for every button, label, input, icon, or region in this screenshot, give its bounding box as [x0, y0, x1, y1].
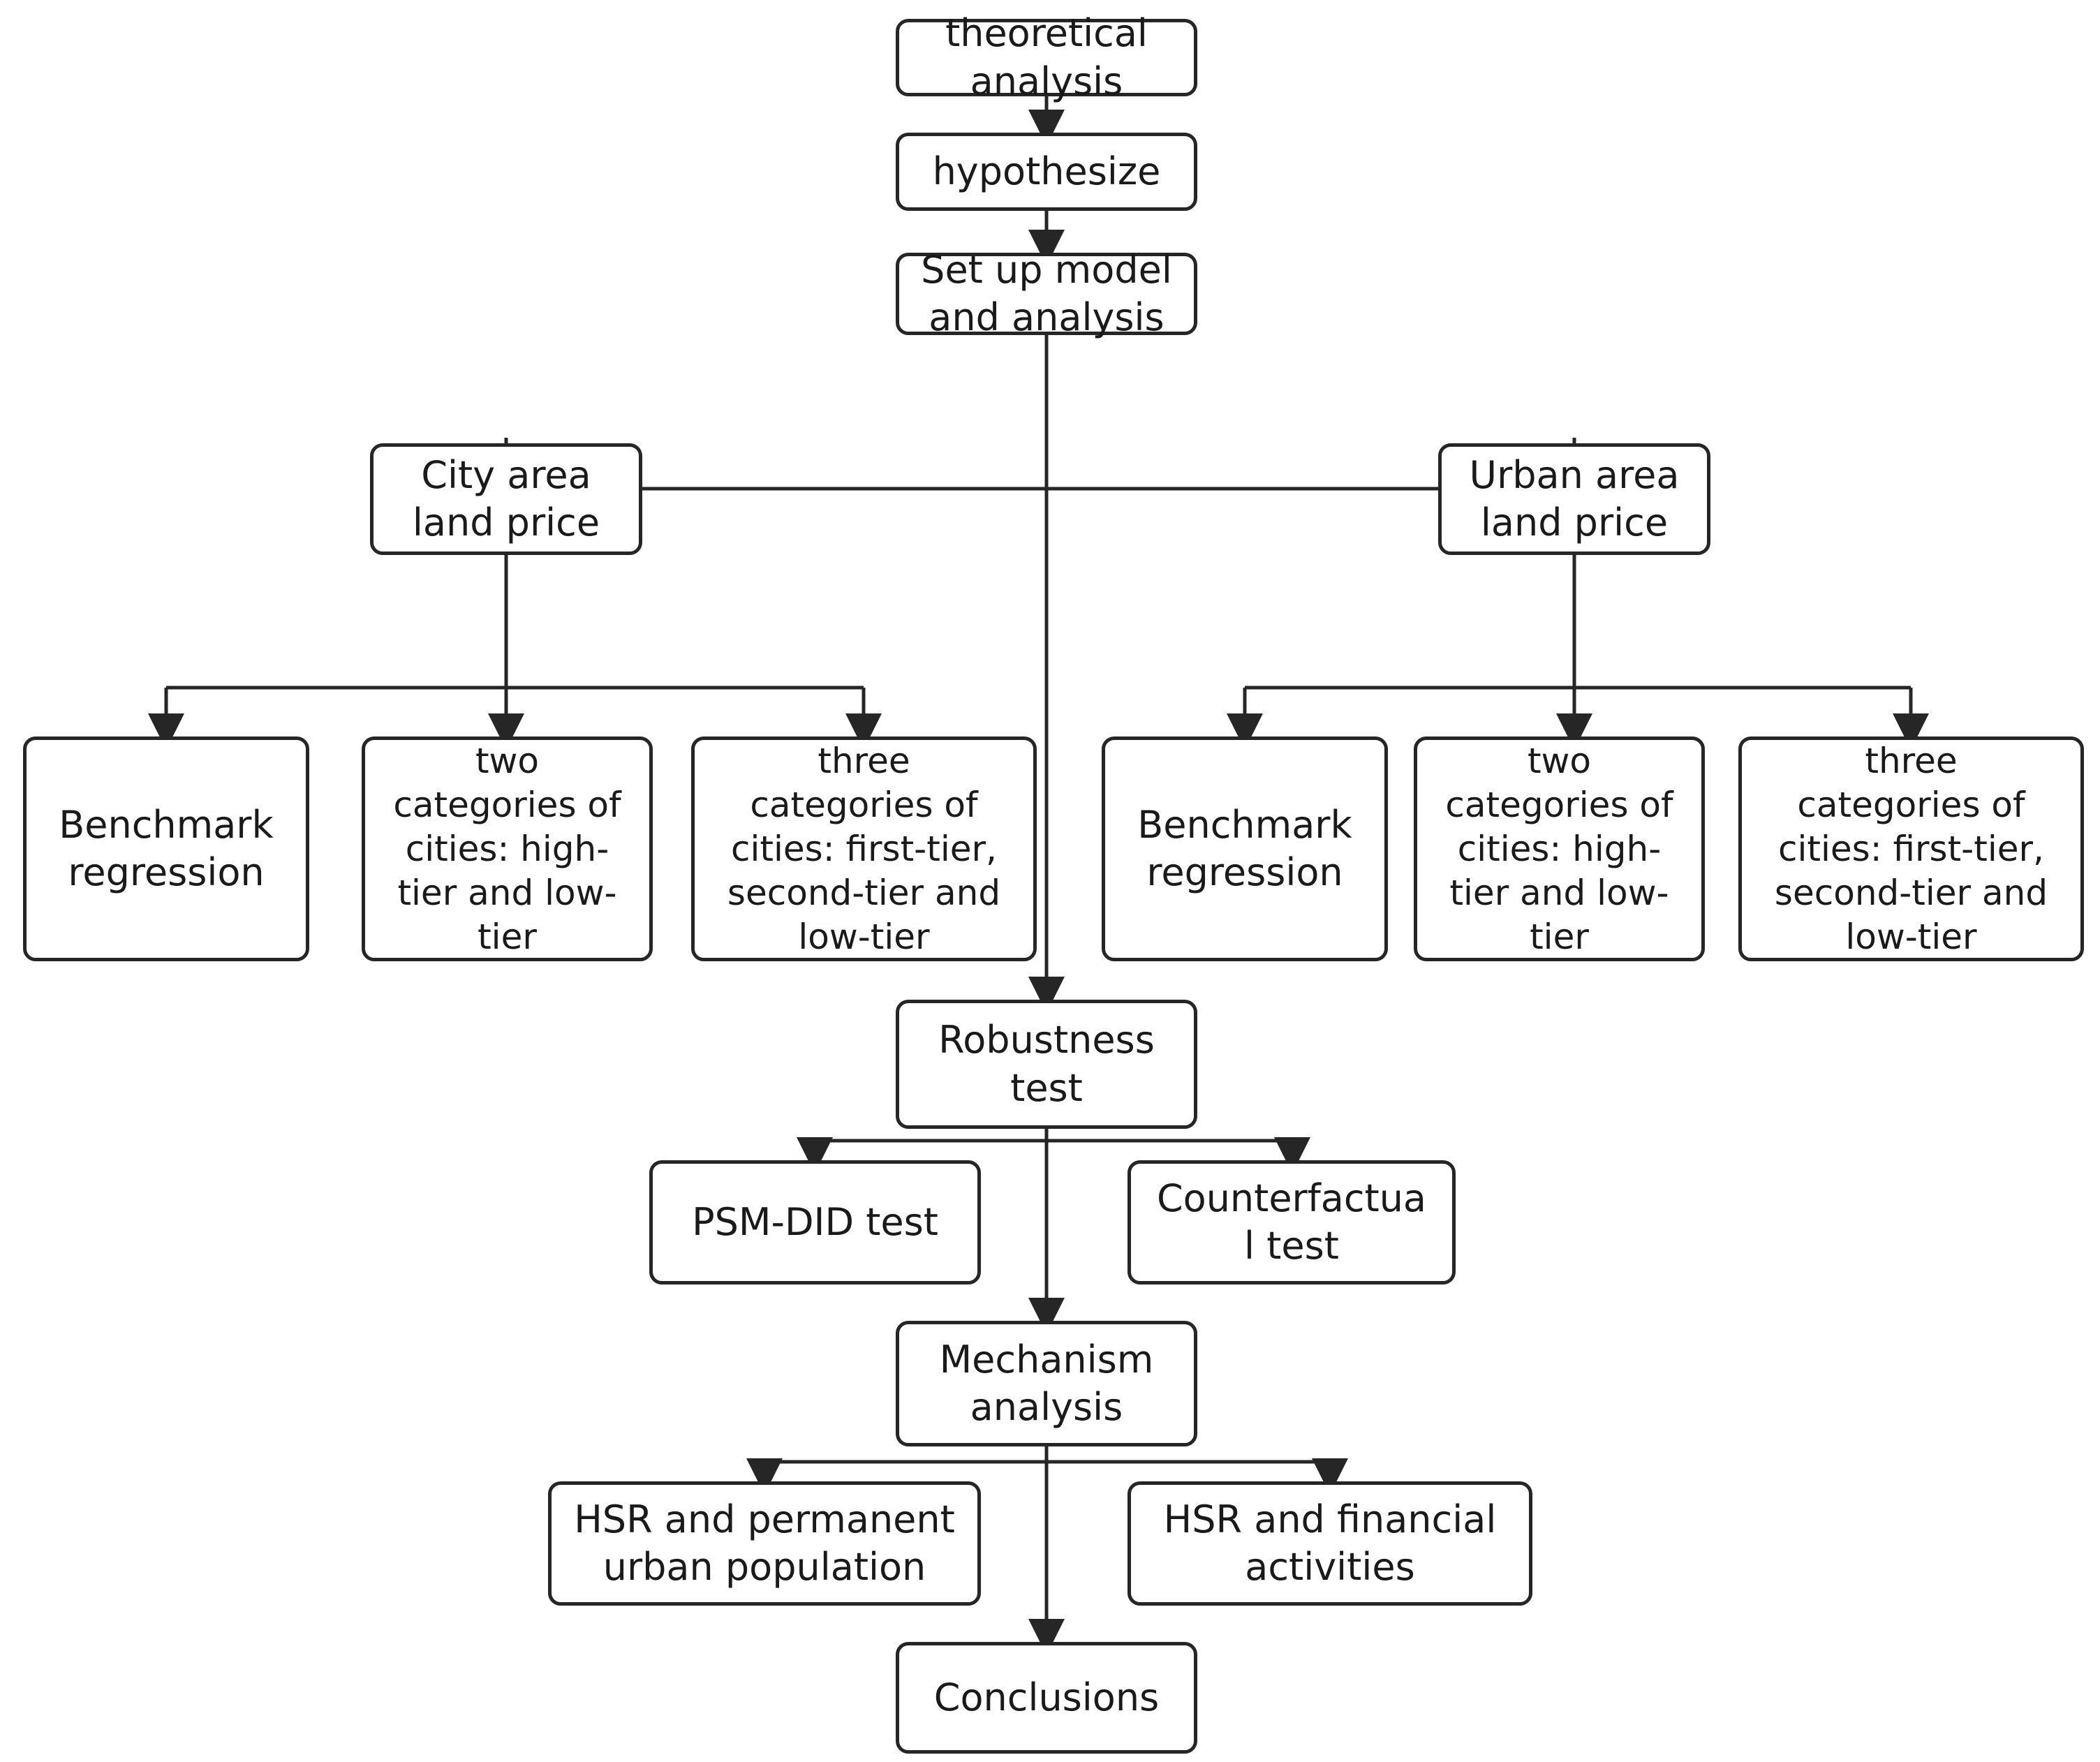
node-set-up-model-and-analysis[interactable]: Set up model and analysis — [896, 248, 1197, 339]
node-hsr-and-permanent-urban-population[interactable]: HSR and permanent urban population — [548, 1481, 981, 1606]
node-three-categories-city[interactable]: three categories of cities: first-tier, … — [691, 736, 1037, 961]
node-two-categories-urban[interactable]: two categories of cities: high- tier and… — [1414, 736, 1705, 961]
node-urban-area-land-price[interactable]: Urban area land price — [1438, 443, 1710, 555]
node-theoretical-analysis[interactable]: theoretical analysis — [896, 11, 1197, 103]
node-benchmark-regression-urban[interactable]: Benchmark regression — [1102, 736, 1388, 961]
node-conclusions[interactable]: Conclusions — [896, 1642, 1197, 1754]
node-psm-did-test[interactable]: PSM-DID test — [649, 1160, 981, 1285]
node-counterfactual-test[interactable]: Counterfactua l test — [1127, 1160, 1456, 1285]
node-hypothesize[interactable]: hypothesize — [896, 133, 1197, 211]
node-hsr-and-financial-activities[interactable]: HSR and financial activities — [1127, 1481, 1532, 1606]
node-three-categories-urban[interactable]: three categories of cities: first-tier, … — [1738, 736, 2084, 961]
node-robustness-test[interactable]: Robustness test — [896, 1000, 1197, 1129]
node-city-area-land-price[interactable]: City area land price — [370, 443, 642, 555]
node-two-categories-city[interactable]: two categories of cities: high- tier and… — [362, 736, 653, 961]
node-benchmark-regression-city[interactable]: Benchmark regression — [23, 736, 309, 961]
node-mechanism-analysis[interactable]: Mechanism analysis — [896, 1321, 1197, 1446]
